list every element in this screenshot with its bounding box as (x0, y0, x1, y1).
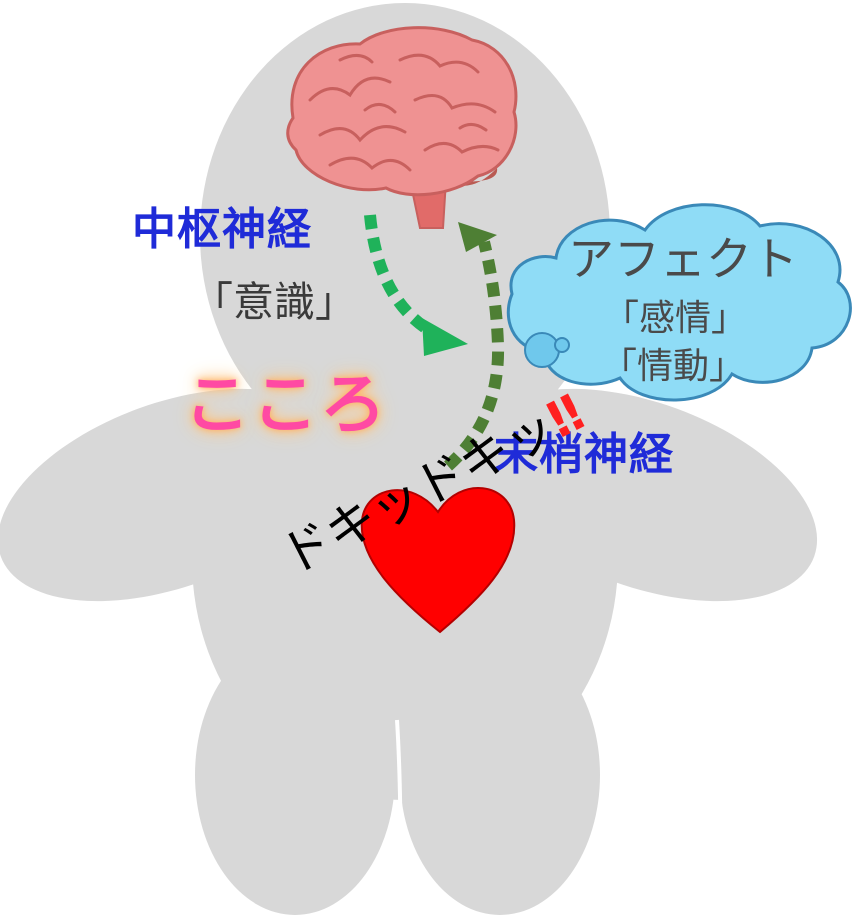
emotion-label: 「情動」 (601, 346, 746, 387)
consciousness-label: 「意識」 (192, 278, 356, 326)
kokoro-label: こころ (184, 366, 388, 443)
affect-label: アフェクト (568, 232, 798, 286)
arrow-brain-to-affect (364, 214, 468, 356)
brain-icon (286, 26, 518, 229)
central-nervous-label: 中枢神経 (132, 204, 312, 255)
thought-cloud-icon (506, 203, 852, 402)
heart-icon (360, 487, 516, 634)
arrow-heart-to-brain (443, 222, 505, 471)
feeling-label: 「感情」 (603, 298, 748, 339)
peripheral-nervous-label: 末梢神経 (494, 429, 674, 480)
leg-divider (395, 719, 403, 921)
